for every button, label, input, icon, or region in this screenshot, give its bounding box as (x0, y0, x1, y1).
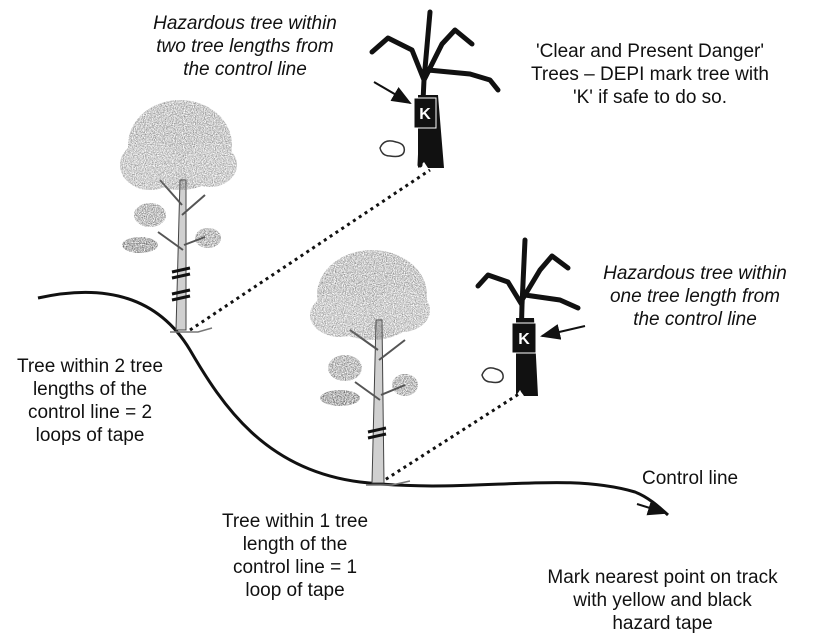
k-mark-label: K (419, 106, 431, 123)
pointer-arrow-top (374, 82, 410, 103)
dead-tree-icon: K (478, 240, 578, 396)
rock-icon (482, 368, 503, 383)
label-control-line: Control line (642, 467, 792, 490)
label-one-tree-length-hazard: Hazardous tree within one tree length fr… (585, 262, 805, 331)
label-one-length-tape: Tree within 1 tree length of the control… (205, 510, 385, 602)
label-clear-present-danger: 'Clear and Present Danger' Trees – DEPI … (510, 40, 790, 109)
k-mark-label: K (518, 331, 530, 348)
label-two-lengths-tape: Tree within 2 tree lengths of the contro… (0, 355, 180, 447)
pointer-arrow-middle (542, 326, 585, 336)
label-mark-nearest-point: Mark nearest point on track with yellow … (520, 566, 805, 635)
live-tree-icon (310, 250, 430, 485)
label-two-tree-lengths-hazard: Hazardous tree within two tree lengths f… (120, 12, 370, 81)
rock-icon (380, 141, 404, 157)
dead-tree-icon: K (372, 12, 498, 168)
dotted-line-one-length (380, 392, 522, 483)
live-tree-icon (120, 100, 237, 332)
